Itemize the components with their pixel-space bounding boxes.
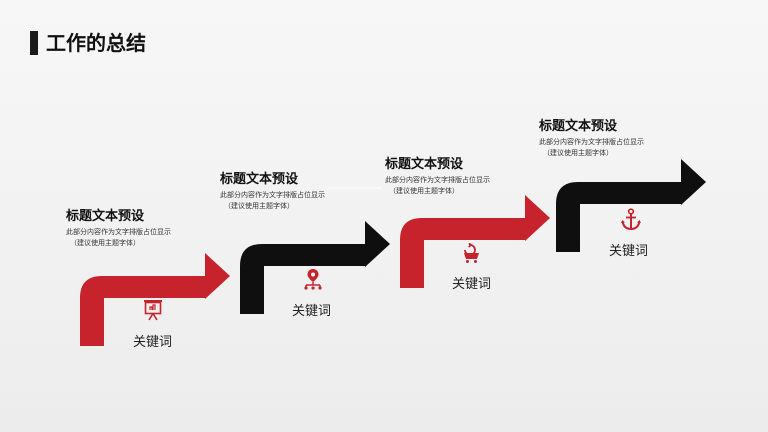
step-3-desc-line1: 此部分内容作为文字排版占位显示 xyxy=(385,176,490,184)
step-4-desc-line2: （建议使用主题字体） xyxy=(543,149,613,157)
step-2-desc-line2: （建议使用主题字体） xyxy=(224,202,294,210)
step-3-keyword: 关键词 xyxy=(452,277,492,292)
step-1-keyword: 关键词 xyxy=(133,335,173,350)
step-2-desc-line1: 此部分内容作为文字排版占位显示 xyxy=(220,191,325,199)
step-arrow-4 xyxy=(556,159,706,252)
step-1-desc-line1: 此部分内容作为文字排版占位显示 xyxy=(66,228,171,236)
step-arrow-2 xyxy=(240,221,390,314)
presentation-board-icon xyxy=(144,300,162,321)
title-accent-bar xyxy=(30,31,38,55)
step-1-desc-line2: （建议使用主题字体） xyxy=(70,239,140,247)
step-1-title: 标题文本预设 xyxy=(66,209,145,224)
step-arrow-3 xyxy=(400,195,550,288)
step-3-title: 标题文本预设 xyxy=(385,157,464,172)
step-3-desc-line2: （建议使用主题字体） xyxy=(389,187,459,195)
step-2-keyword: 关键词 xyxy=(292,304,332,319)
step-4-title: 标题文本预设 xyxy=(539,119,618,134)
step-4-keyword: 关键词 xyxy=(609,244,649,259)
step-4-desc-line1: 此部分内容作为文字排版占位显示 xyxy=(539,138,644,146)
step-arrow-1 xyxy=(80,253,230,346)
cart-refresh-icon xyxy=(461,243,479,263)
network-location-icon xyxy=(304,269,322,290)
step-2-title: 标题文本预设 xyxy=(220,172,299,187)
anchor-icon xyxy=(621,208,641,231)
page-title: 工作的总结 xyxy=(46,31,146,55)
